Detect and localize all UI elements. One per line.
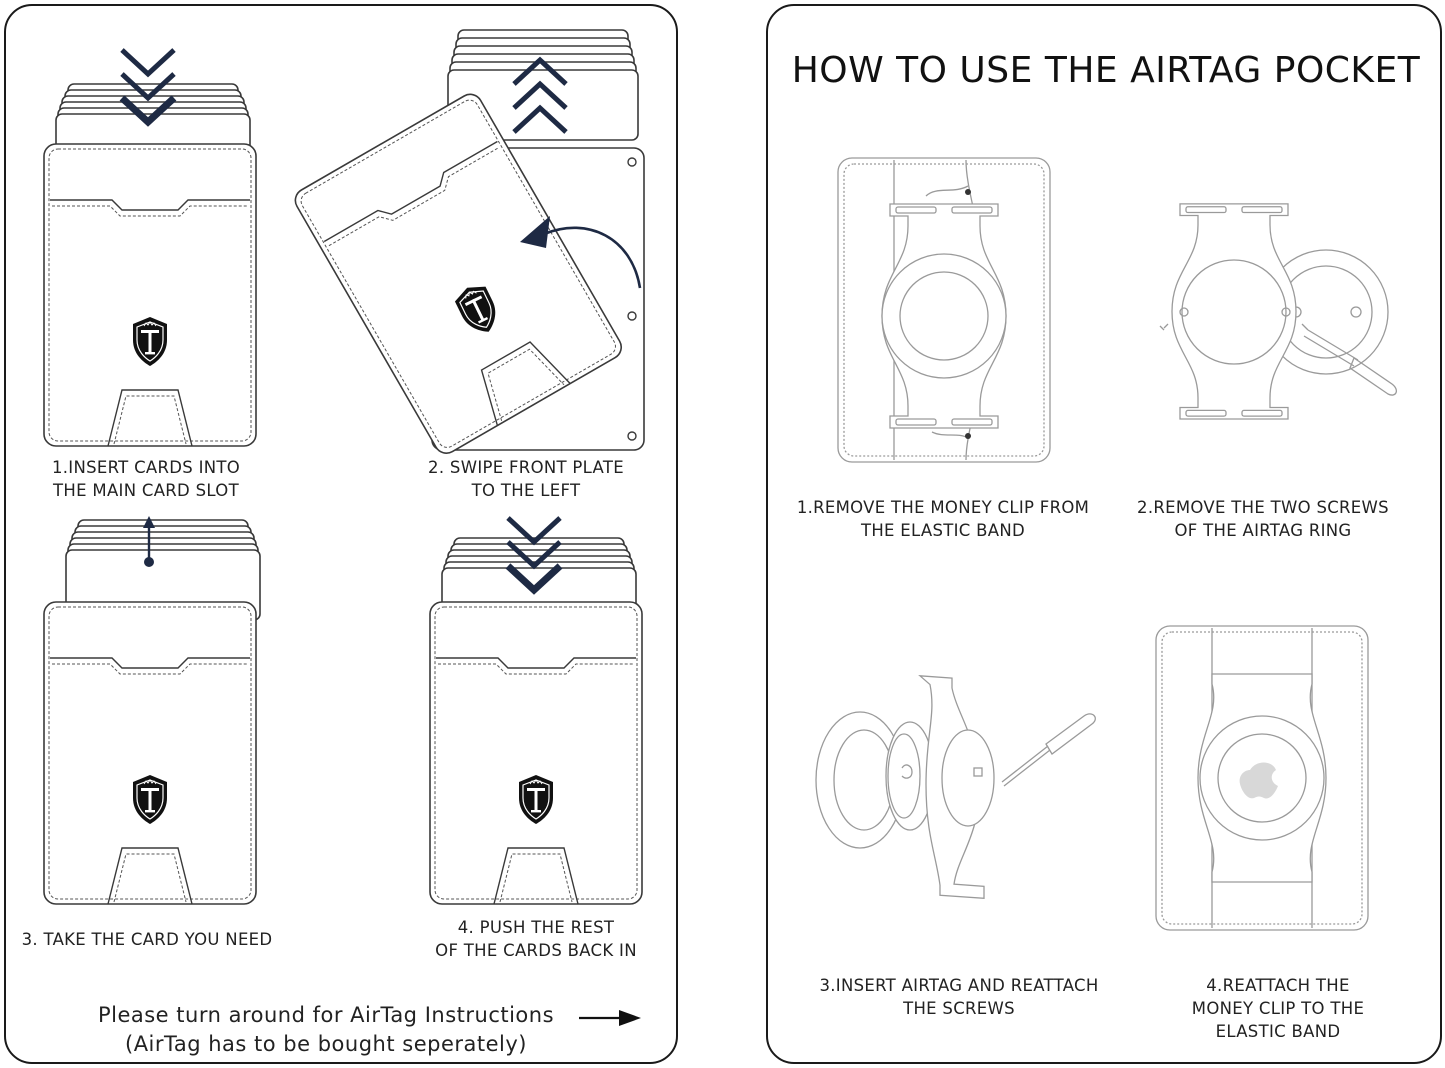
- page-title: HOW TO USE THE AIRTAG POCKET: [791, 50, 1421, 91]
- step-4-illustration: [429, 516, 643, 905]
- airtag-step-3-caption: 3.INSERT AIRTAG AND REATTACH THE SCREWS: [819, 976, 1099, 1018]
- airtag-step-2-illustration: [1159, 203, 1397, 420]
- step-2-illustration: [290, 29, 645, 459]
- step-1-caption: 1.INSERT CARDS INTO THE MAIN CARD SLOT: [51, 458, 241, 500]
- screwdriver-icon: [1001, 745, 1051, 787]
- chevron-down-icon: [119, 95, 177, 127]
- step-1-illustration: [43, 48, 257, 447]
- chevron-down-icon: [120, 48, 176, 78]
- curved-arrow-icon: [543, 226, 642, 289]
- airtag-step-4-caption: 4.REATTACH THE MONEY CLIP TO THE ELASTIC…: [1191, 976, 1365, 1041]
- wallet-instructions-panel: 1.INSERT CARDS INTO THE MAIN CARD SLOT 2…: [4, 4, 678, 1064]
- chevron-up-icon: [512, 56, 568, 86]
- airtag-step-1-caption: 1.REMOVE THE MONEY CLIP FROM THE ELASTIC…: [796, 498, 1090, 540]
- step-3-caption: 3. TAKE THE CARD YOU NEED: [21, 930, 273, 949]
- airtag-step-3-illustration: [815, 675, 1096, 900]
- airtag-step-1-illustration: [837, 157, 1051, 463]
- chevron-down-icon: [505, 563, 563, 595]
- chevron-up-icon: [512, 80, 568, 110]
- chevron-down-icon: [506, 516, 562, 546]
- airtag-step-2-caption: 2.REMOVE THE TWO SCREWS OF THE AIRTAG RI…: [1137, 498, 1389, 540]
- screwdriver-icon: [1301, 323, 1309, 331]
- airtag-note: Please turn around for AirTag Instructio…: [97, 1003, 555, 1056]
- chevron-up-icon: [512, 104, 568, 134]
- step-4-caption: 4. PUSH THE REST OF THE CARDS BACK IN: [435, 918, 637, 960]
- airtag-instructions-panel: HOW TO USE THE AIRTAG POCKET 1.REMOVE TH…: [766, 4, 1442, 1064]
- airtag-step-4-illustration: [1155, 625, 1369, 931]
- arrow-right-icon: [579, 1010, 641, 1026]
- chevron-down-icon: [120, 72, 176, 102]
- step-2-caption: 2. SWIPE FRONT PLATE TO THE LEFT: [428, 458, 624, 500]
- chevron-down-icon: [506, 540, 562, 570]
- step-3-illustration: [43, 516, 261, 905]
